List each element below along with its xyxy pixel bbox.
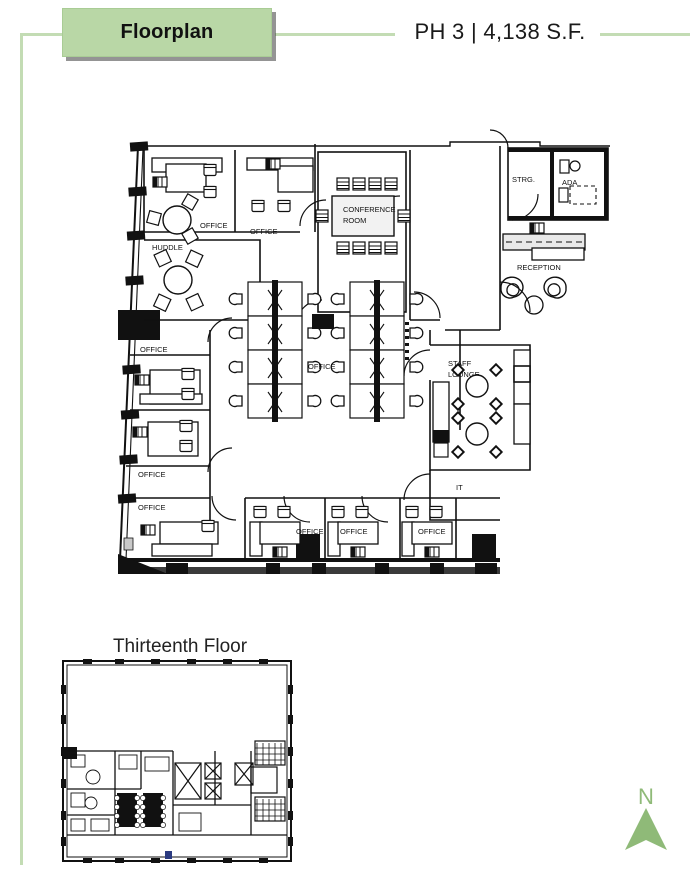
room-office-nw: OFFICE bbox=[145, 157, 228, 246]
open-office-workstations: OFFICE bbox=[228, 280, 424, 422]
room-label-staff-lounge-2: LOUNGE bbox=[448, 370, 480, 379]
room-label-office-w1: OFFICE bbox=[140, 345, 168, 354]
room-huddle: HUDDLE bbox=[152, 243, 205, 313]
header-rule-middle bbox=[275, 33, 395, 36]
room-label-huddle: HUDDLE bbox=[152, 243, 183, 252]
exterior-shell bbox=[117, 141, 610, 574]
room-label-storage: STRG. bbox=[512, 175, 535, 184]
core-storage-ada bbox=[489, 129, 609, 221]
column-sw bbox=[118, 554, 168, 574]
room-label-reception: RECEPTION bbox=[517, 263, 561, 272]
room-label-office-nw: OFFICE bbox=[200, 221, 228, 230]
room-label-office-s1: OFFICE bbox=[296, 527, 324, 536]
room-label-conference-1: CONFERENCE bbox=[343, 205, 396, 214]
room-label-conference-2: ROOM bbox=[343, 216, 366, 225]
column-s2 bbox=[472, 534, 496, 562]
room-label-office-s2: OFFICE bbox=[340, 527, 368, 536]
suite-area-label: PH 3 | 4,138 S.F. bbox=[414, 19, 586, 44]
room-label-office-n2: OFFICE bbox=[250, 227, 278, 236]
room-staff-lounge: STAFF LOUNGE bbox=[432, 349, 531, 460]
room-office-w1: OFFICE bbox=[134, 345, 203, 405]
room-label-staff-lounge-1: STAFF bbox=[448, 359, 472, 368]
room-label-office-w2: OFFICE bbox=[138, 470, 166, 479]
reception-furniture bbox=[500, 222, 586, 315]
south-wall-mullions bbox=[166, 563, 497, 574]
column-mid bbox=[312, 314, 334, 329]
page-frame-left-rule bbox=[20, 33, 23, 865]
header-rule-right bbox=[600, 33, 690, 36]
room-label-it: IT bbox=[456, 483, 463, 492]
room-office-s2: OFFICE bbox=[327, 505, 379, 558]
room-office-w2: OFFICE bbox=[132, 419, 199, 479]
room-conference: CONFERENCE ROOM bbox=[315, 177, 411, 360]
west-wall-mullions bbox=[117, 141, 149, 504]
column-west bbox=[118, 310, 160, 340]
room-label-open-office: OFFICE bbox=[308, 362, 336, 371]
room-office-n2: OFFICE bbox=[246, 157, 314, 236]
floorplan-title-badge: Floorplan bbox=[62, 8, 272, 57]
room-office-w3: OFFICE bbox=[123, 503, 219, 557]
floorplan-drawing: OFFICE OFFICE CONFERENCE ROOM bbox=[100, 129, 630, 590]
room-label-ada: ADA bbox=[562, 178, 577, 187]
keyplan-thirteenth-floor bbox=[55, 655, 305, 870]
north-letter: N bbox=[638, 784, 654, 809]
north-arrow-icon bbox=[615, 788, 677, 858]
page-title: Floorplan bbox=[120, 21, 214, 43]
glass-wall-dots bbox=[405, 322, 409, 360]
door-swings bbox=[207, 195, 531, 523]
room-office-s1: OFFICE bbox=[249, 505, 324, 558]
room-label-office-w3: OFFICE bbox=[138, 503, 166, 512]
room-office-s3: OFFICE bbox=[401, 505, 453, 558]
keyplan-title: Thirteenth Floor bbox=[112, 636, 248, 657]
room-label-office-s3: OFFICE bbox=[418, 527, 446, 536]
